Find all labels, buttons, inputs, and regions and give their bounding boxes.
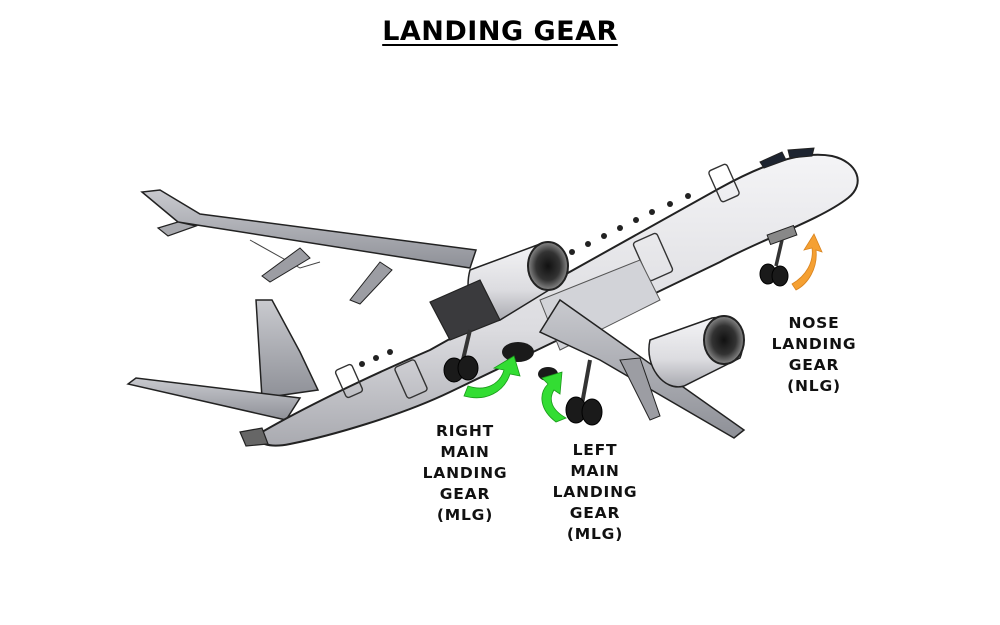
far-wing [140, 189, 477, 305]
curved-arrow-icon [791, 233, 823, 291]
left-main-landing-gear-label: LEFT MAIN LANDING GEAR (MLG) [552, 441, 638, 543]
nose-landing-gear-label: NOSE LANDING GEAR (NLG) [771, 314, 857, 395]
right-engine [429, 241, 569, 341]
right-main-landing-gear [443, 329, 534, 383]
horizontal-stabilizer [126, 377, 302, 421]
curved-arrow-icon [541, 371, 567, 423]
nose-landing-gear [759, 224, 798, 287]
curved-arrow-icon [463, 355, 521, 399]
diagram-title: LANDING GEAR [382, 16, 618, 47]
vertical-stabilizer [255, 299, 320, 399]
fuselage [239, 147, 859, 447]
near-wing [538, 298, 746, 439]
right-main-landing-gear-label: RIGHT MAIN LANDING GEAR (MLG) [422, 422, 508, 524]
left-engine [648, 315, 745, 388]
